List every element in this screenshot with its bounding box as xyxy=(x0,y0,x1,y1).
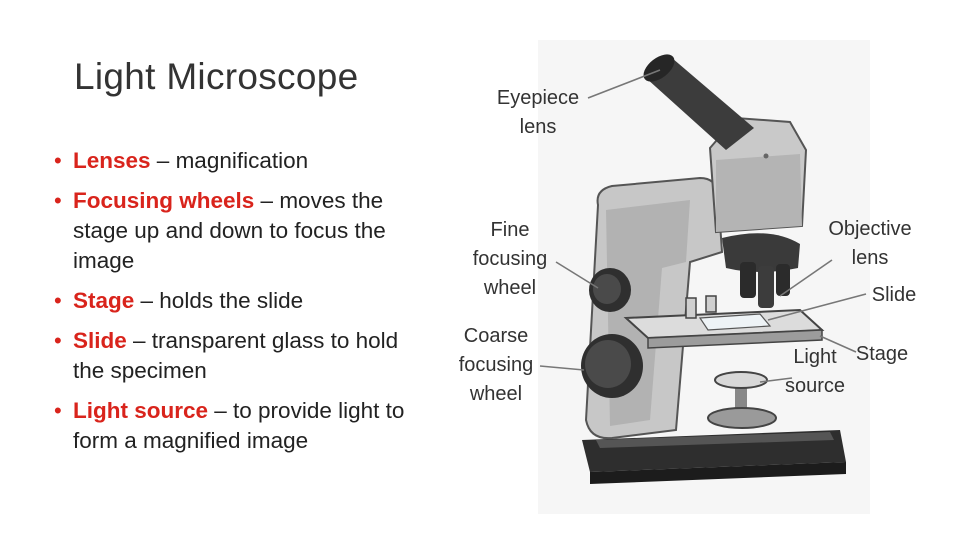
bullet-text: – holds the slide xyxy=(134,288,304,313)
bullet-term: Slide xyxy=(73,328,127,353)
label-light-source: Light source xyxy=(784,346,846,397)
bullet-dot: • xyxy=(54,398,62,423)
bullet-slide: • Slide – transparent glass to hold the s… xyxy=(54,326,424,386)
leader-eyepiece xyxy=(587,69,661,99)
bullet-term: Light source xyxy=(73,398,209,423)
bullet-term: Lenses xyxy=(73,148,151,173)
eyepiece-tube xyxy=(643,54,754,150)
label-eyepiece-lens: Eyepiece lens xyxy=(496,87,580,138)
bullet-text: – transparent glass to hold the specimen xyxy=(73,328,399,383)
label-objective-lens: Objective lens xyxy=(828,218,912,269)
coarse-focusing-wheel xyxy=(581,334,643,398)
label-slide: Slide xyxy=(871,284,917,306)
bullet-term: Focusing wheels xyxy=(73,188,255,213)
bullet-dot: • xyxy=(54,288,62,313)
bullet-light-source: • Light source – to provide light to form… xyxy=(54,396,424,456)
leader-objective xyxy=(779,259,833,297)
bullet-stage: • Stage – holds the slide xyxy=(54,286,424,316)
leader-lines xyxy=(539,69,867,383)
bullet-dot: • xyxy=(54,148,62,173)
bullet-focusing-wheels: • Focusing wheels – moves the stage up an… xyxy=(54,186,424,276)
label-stage: Stage xyxy=(855,343,909,365)
bullet-term: Stage xyxy=(73,288,135,313)
bullet-lenses: • Lenses – magnification xyxy=(54,146,424,176)
label-fine-focusing-wheel: Fine focusing wheel xyxy=(472,219,548,299)
fine-focusing-wheel xyxy=(589,268,631,312)
microscope-base xyxy=(582,430,846,484)
bullet-list: • Lenses – magnification • Focusing wheels… xyxy=(54,146,424,456)
light-source-lamp xyxy=(707,371,777,429)
bullet-text: – magnification xyxy=(150,148,309,173)
leader-fine-focus xyxy=(555,261,599,289)
bullet-text: – to provide light to form a magnified i… xyxy=(73,398,405,453)
leader-light-source xyxy=(759,377,793,383)
bullet-dot: • xyxy=(54,328,62,353)
leader-stage xyxy=(819,335,857,353)
bullet-text: – moves the stage up and down to focus t… xyxy=(73,188,386,273)
slide-title: Light Microscope xyxy=(74,56,359,97)
bullet-dot: • xyxy=(54,188,62,213)
microscope-head xyxy=(708,116,808,234)
stage xyxy=(623,295,825,349)
leader-coarse-focus xyxy=(539,365,585,371)
leader-slide xyxy=(767,293,867,321)
label-coarse-focusing-wheel: Coarse focusing wheel xyxy=(458,325,534,405)
objective-lenses xyxy=(722,233,800,308)
